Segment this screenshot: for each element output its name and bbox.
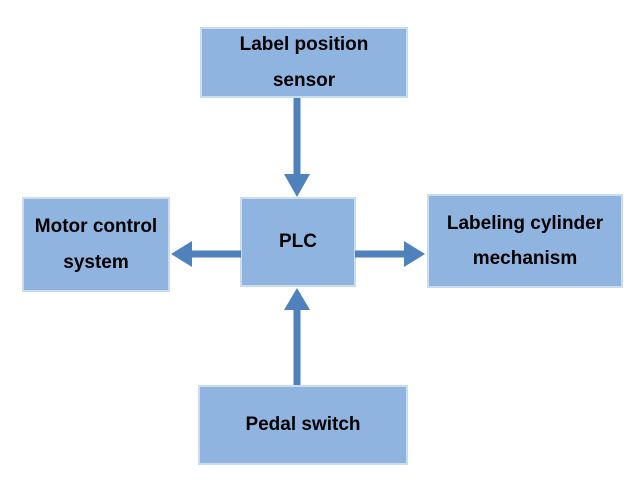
node-pedal-switch: Pedal switch xyxy=(198,385,408,465)
arrow-plc-to-cylinder-icon xyxy=(355,241,425,267)
arrow-pedal-to-plc-icon xyxy=(284,288,310,385)
node-plc: PLC xyxy=(240,197,356,287)
node-pedal-switch-label: Pedal switch xyxy=(245,414,361,436)
node-labeling-cylinder-mechanism-label: Labeling cylinder mechanism xyxy=(446,212,604,269)
node-label-position-sensor: Label position sensor xyxy=(200,27,408,98)
node-motor-control-system: Motor control system xyxy=(22,197,170,292)
arrow-sensor-to-plc-icon xyxy=(284,98,310,197)
node-label-position-sensor-label: Label position sensor xyxy=(239,34,369,91)
arrow-plc-to-motor-icon xyxy=(171,241,241,267)
node-plc-label: PLC xyxy=(279,231,317,253)
node-motor-control-system-label: Motor control system xyxy=(34,216,158,273)
node-labeling-cylinder-mechanism: Labeling cylinder mechanism xyxy=(427,194,623,288)
